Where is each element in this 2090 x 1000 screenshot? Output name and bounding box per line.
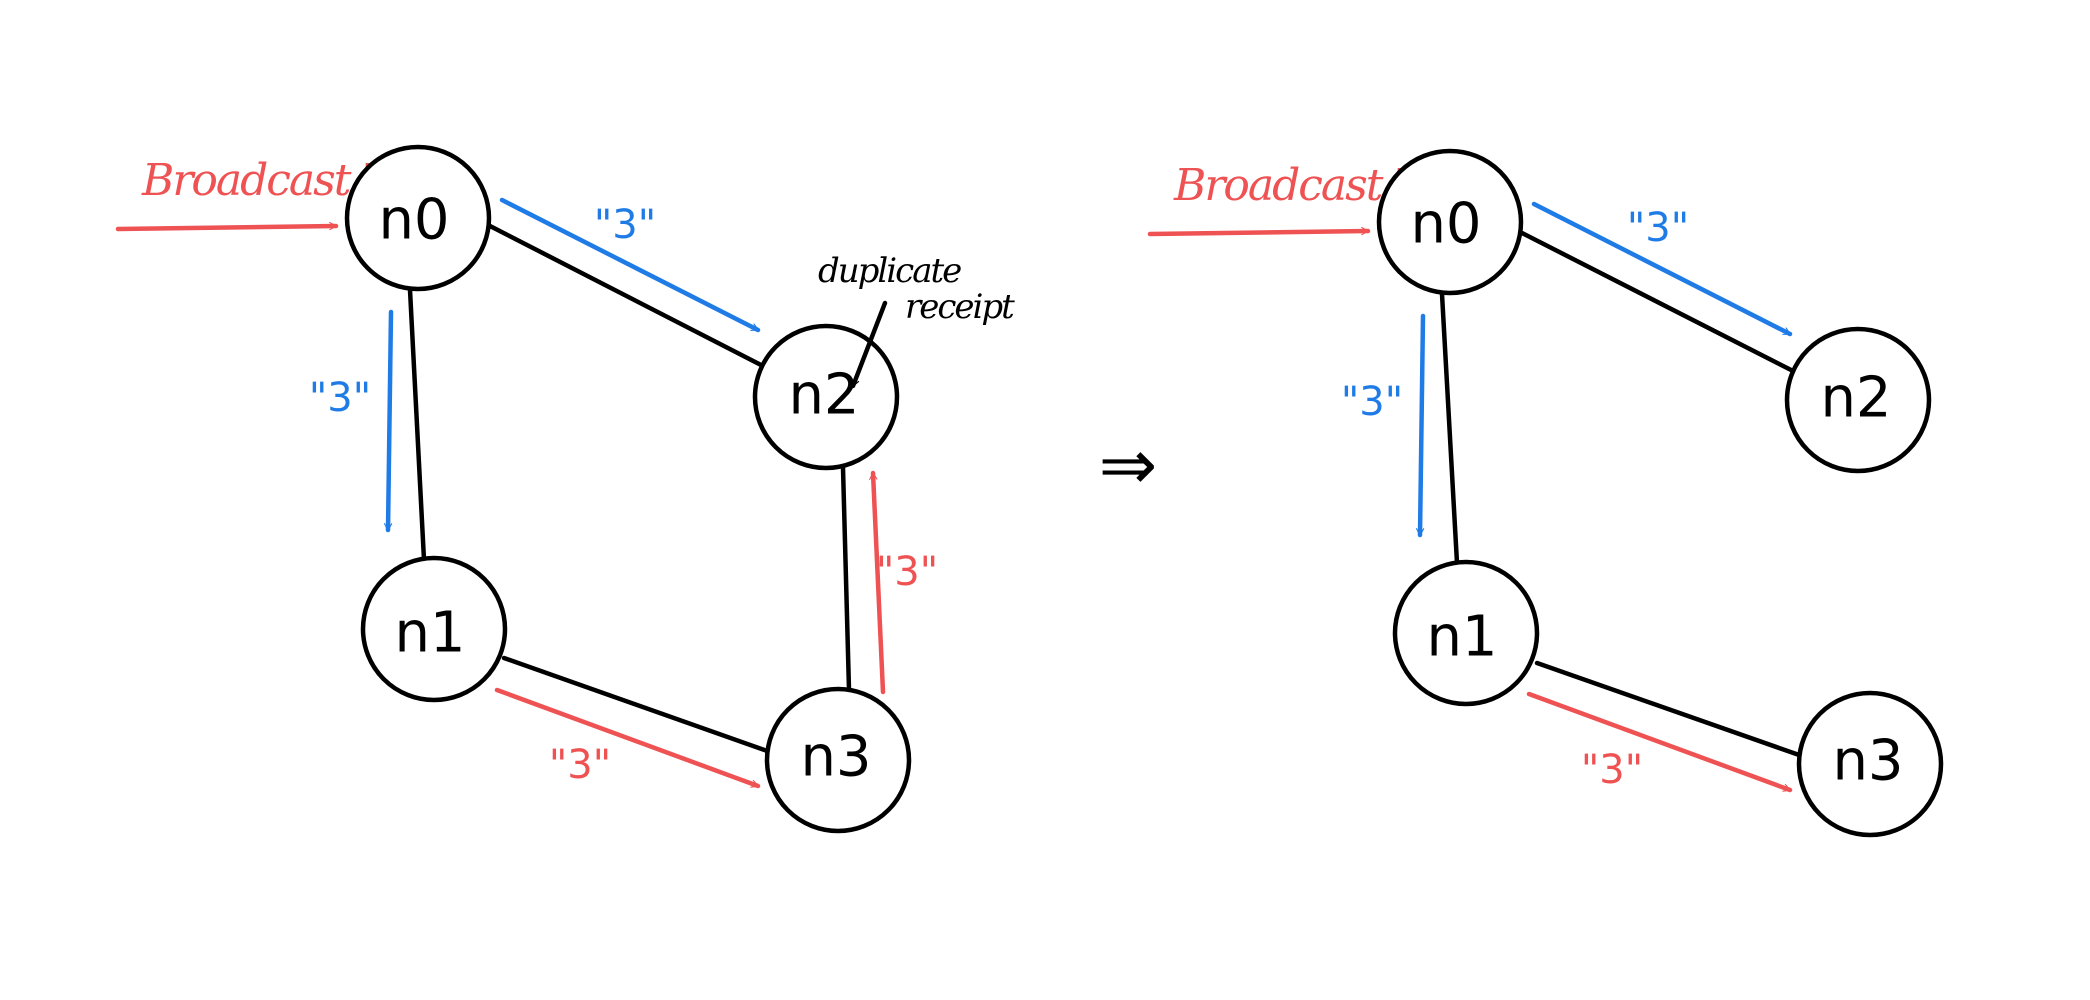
edge-n2-n3: [840, 465, 852, 693]
annotation-arrow: [850, 300, 888, 389]
implies-symbol: ⇒: [1099, 424, 1158, 506]
node-n3: n3: [764, 686, 912, 834]
messages: "3" "3" "3": [1341, 201, 1793, 793]
nodes: n0 n1 n2 n3: [344, 144, 912, 834]
edge-n0-n2: [1519, 230, 1798, 375]
broadcast-arrow: [1147, 226, 1371, 237]
annotation-line-1: duplicate: [818, 251, 961, 291]
edge-n0-n1: [407, 287, 427, 563]
message-n0-to-n1-label: "3": [1341, 379, 1403, 425]
message-n1-to-n3-arrow: [494, 687, 761, 789]
node-n2: n2: [752, 323, 900, 471]
edge-n0-n1: [1439, 291, 1460, 566]
annotation-line-2: receipt: [905, 287, 1015, 327]
node-n2-label: n2: [1820, 366, 1891, 431]
message-n0-to-n2-arrow: [499, 197, 761, 333]
panel-before: Broadcast "3" "3" "3" "3" "3" n0: [115, 144, 1017, 834]
node-n0-label: n0: [378, 188, 449, 253]
node-n0: n0: [344, 144, 492, 292]
broadcast-arrow: [115, 221, 339, 232]
nodes: n0 n1 n2 n3: [1376, 148, 1944, 838]
edges: [1439, 230, 1805, 759]
node-n3: n3: [1796, 690, 1944, 838]
messages: "3" "3" "3" "3": [309, 197, 938, 789]
node-n1-label: n1: [394, 601, 465, 666]
message-n0-to-n2-label: "3": [1627, 205, 1689, 251]
node-n2-label: n2: [788, 363, 859, 428]
message-n1-to-n3-arrow: [1526, 691, 1793, 793]
message-n3-to-n2-arrow: [869, 470, 886, 695]
panel-after: Broadcast "3" "3" "3" "3" n0 n1: [1147, 148, 1944, 838]
message-n0-to-n1-label: "3": [309, 375, 371, 421]
message-n1-to-n3-label: "3": [549, 742, 611, 788]
edges: [407, 223, 852, 755]
node-n3-label: n3: [1832, 729, 1903, 794]
node-n2: n2: [1784, 326, 1932, 474]
message-n0-to-n1-arrow: [1415, 313, 1426, 538]
node-n3-label: n3: [800, 725, 871, 790]
edge-n0-n2: [487, 223, 766, 369]
node-n0: n0: [1376, 148, 1524, 296]
node-n1: n1: [1392, 559, 1540, 707]
message-n0-to-n2-arrow: [1531, 201, 1793, 337]
message-n0-to-n2-label: "3": [594, 202, 656, 248]
node-n0-label: n0: [1410, 192, 1481, 257]
message-n3-to-n2-label: "3": [876, 549, 938, 595]
edge-n1-n3: [501, 655, 773, 755]
message-n0-to-n1-arrow: [383, 309, 394, 533]
duplicate-receipt-annotation: duplicate receipt: [818, 251, 1017, 389]
message-n1-to-n3-label: "3": [1581, 747, 1643, 793]
node-n1-label: n1: [1426, 605, 1497, 670]
node-n1: n1: [360, 555, 508, 703]
edge-n1-n3: [1534, 660, 1805, 759]
